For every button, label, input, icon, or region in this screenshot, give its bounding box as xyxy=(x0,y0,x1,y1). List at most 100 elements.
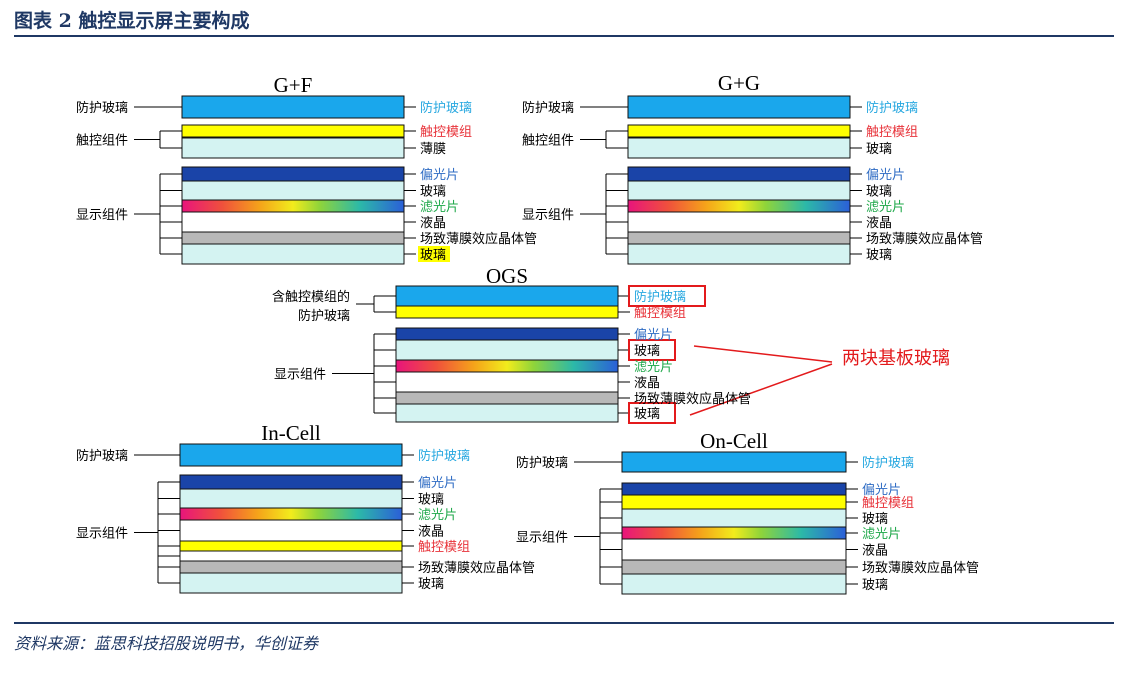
liquid-crystal-label: 液晶 xyxy=(866,216,892,231)
red-highlight-box xyxy=(628,402,676,424)
glass-layer xyxy=(395,403,619,423)
glass-layer xyxy=(181,243,405,265)
glass-layer xyxy=(181,180,405,201)
group-label: 显示组件 xyxy=(76,527,128,542)
polarizer-layer xyxy=(179,474,403,490)
touch-module-layer xyxy=(179,540,403,552)
liquid-crystal-layer xyxy=(621,538,847,561)
panel-title: G+F xyxy=(274,73,313,97)
glass-layer xyxy=(395,339,619,361)
liquid-crystal-label: 液晶 xyxy=(862,544,888,559)
protective-glass-layer xyxy=(621,451,847,473)
liquid-crystal-label: 液晶 xyxy=(634,376,660,391)
polarizer-layer xyxy=(621,482,847,496)
protective-glass-label: 防护玻璃 xyxy=(866,100,918,116)
glass-label: 玻璃 xyxy=(866,185,892,200)
touch-module-label: 触控模组 xyxy=(862,496,914,511)
panel-title: On-Cell xyxy=(700,429,768,453)
color-filter-layer xyxy=(181,199,405,213)
panel-title: G+G xyxy=(718,71,760,95)
glass-layer xyxy=(621,573,847,595)
polarizer-layer xyxy=(627,166,851,182)
color-filter-label: 滤光片 xyxy=(866,200,905,215)
liquid-crystal-label: 液晶 xyxy=(420,216,446,231)
glass-label: 玻璃 xyxy=(862,578,888,593)
glass-label: 玻璃 xyxy=(862,512,888,527)
color-filter-layer xyxy=(395,359,619,373)
polarizer-label: 偏光片 xyxy=(418,476,457,491)
figure-title: 图表 2 触控显示屏主要构成 xyxy=(14,10,250,32)
glass-layer xyxy=(179,488,403,509)
touch-module-label: 触控模组 xyxy=(420,125,472,140)
protective-glass-layer xyxy=(181,95,405,119)
top-divider xyxy=(14,35,1114,37)
panel-title: OGS xyxy=(486,264,528,288)
color-filter-layer xyxy=(627,199,851,213)
film-layer xyxy=(181,137,405,159)
panel-title: In-Cell xyxy=(261,421,321,445)
touch-module-label: 触控模组 xyxy=(866,125,918,140)
liquid-crystal-layer xyxy=(179,550,403,562)
tft-label: 场致薄膜效应晶体管 xyxy=(418,560,535,576)
group-label: 显示组件 xyxy=(76,208,128,223)
color-filter-label: 滤光片 xyxy=(418,508,457,523)
group-label: 显示组件 xyxy=(274,368,326,383)
touch-module-layer xyxy=(181,124,405,138)
protective-glass-layer xyxy=(627,95,851,119)
group-label: 触控组件 xyxy=(76,134,128,149)
red-highlight-box xyxy=(628,285,706,307)
touch-module-layer xyxy=(621,494,847,510)
polarizer-label: 偏光片 xyxy=(634,328,673,343)
color-filter-layer xyxy=(621,526,847,540)
polarizer-layer xyxy=(181,166,405,182)
polarizer-label: 偏光片 xyxy=(862,483,901,498)
protective-glass-label: 防护玻璃 xyxy=(418,448,470,464)
liquid-crystal-layer xyxy=(395,371,619,393)
source-note: 资料来源：蓝思科技招股说明书，华创证券 xyxy=(14,634,319,653)
glass-label: 玻璃 xyxy=(420,248,446,263)
tft-layer xyxy=(395,391,619,405)
glass-layer xyxy=(627,180,851,201)
tft-label: 场致薄膜效应晶体管 xyxy=(862,560,979,576)
film-label: 薄膜 xyxy=(420,142,446,157)
touch-module-layer xyxy=(627,124,851,138)
group-label: 防护玻璃 xyxy=(76,100,128,116)
glass-label: 玻璃 xyxy=(634,344,660,359)
group-label: 显示组件 xyxy=(516,531,568,546)
protective-glass-layer xyxy=(395,285,619,307)
glass-label: 玻璃 xyxy=(420,185,446,200)
color-filter-label: 滤光片 xyxy=(634,360,673,375)
liquid-crystal-layer xyxy=(181,211,405,233)
tft-layer xyxy=(181,231,405,245)
group-label: 触控组件 xyxy=(522,134,574,149)
glass-label: 玻璃 xyxy=(866,142,892,157)
liquid-crystal-layer xyxy=(627,211,851,233)
glass-layer xyxy=(621,508,847,528)
group-label: 防护玻璃 xyxy=(522,100,574,116)
touch-module-label: 触控模组 xyxy=(634,306,686,321)
protective-glass-layer xyxy=(179,443,403,467)
group-label: 防护玻璃 xyxy=(516,455,568,471)
touch-module-layer xyxy=(395,305,619,319)
connector-line xyxy=(689,363,833,416)
polarizer-label: 偏光片 xyxy=(420,168,459,183)
bottom-divider xyxy=(14,622,1114,624)
group-label: 含触控模组的 xyxy=(272,289,350,305)
glass-label: 玻璃 xyxy=(866,248,892,263)
tft-layer xyxy=(179,560,403,574)
tft-layer xyxy=(621,559,847,575)
group-label: 防护玻璃 xyxy=(298,308,350,324)
liquid-crystal-layer xyxy=(179,519,403,542)
glass-layer xyxy=(627,137,851,159)
group-label: 显示组件 xyxy=(522,208,574,223)
liquid-crystal-label: 液晶 xyxy=(418,525,444,540)
color-filter-label: 滤光片 xyxy=(420,200,459,215)
connector-line xyxy=(693,345,833,363)
tft-layer xyxy=(627,231,851,245)
protective-glass-label: 防护玻璃 xyxy=(420,100,472,116)
glass-layer xyxy=(179,572,403,594)
protective-glass-label: 防护玻璃 xyxy=(634,289,686,305)
protective-glass-label: 防护玻璃 xyxy=(862,455,914,471)
color-filter-label: 滤光片 xyxy=(862,527,901,542)
